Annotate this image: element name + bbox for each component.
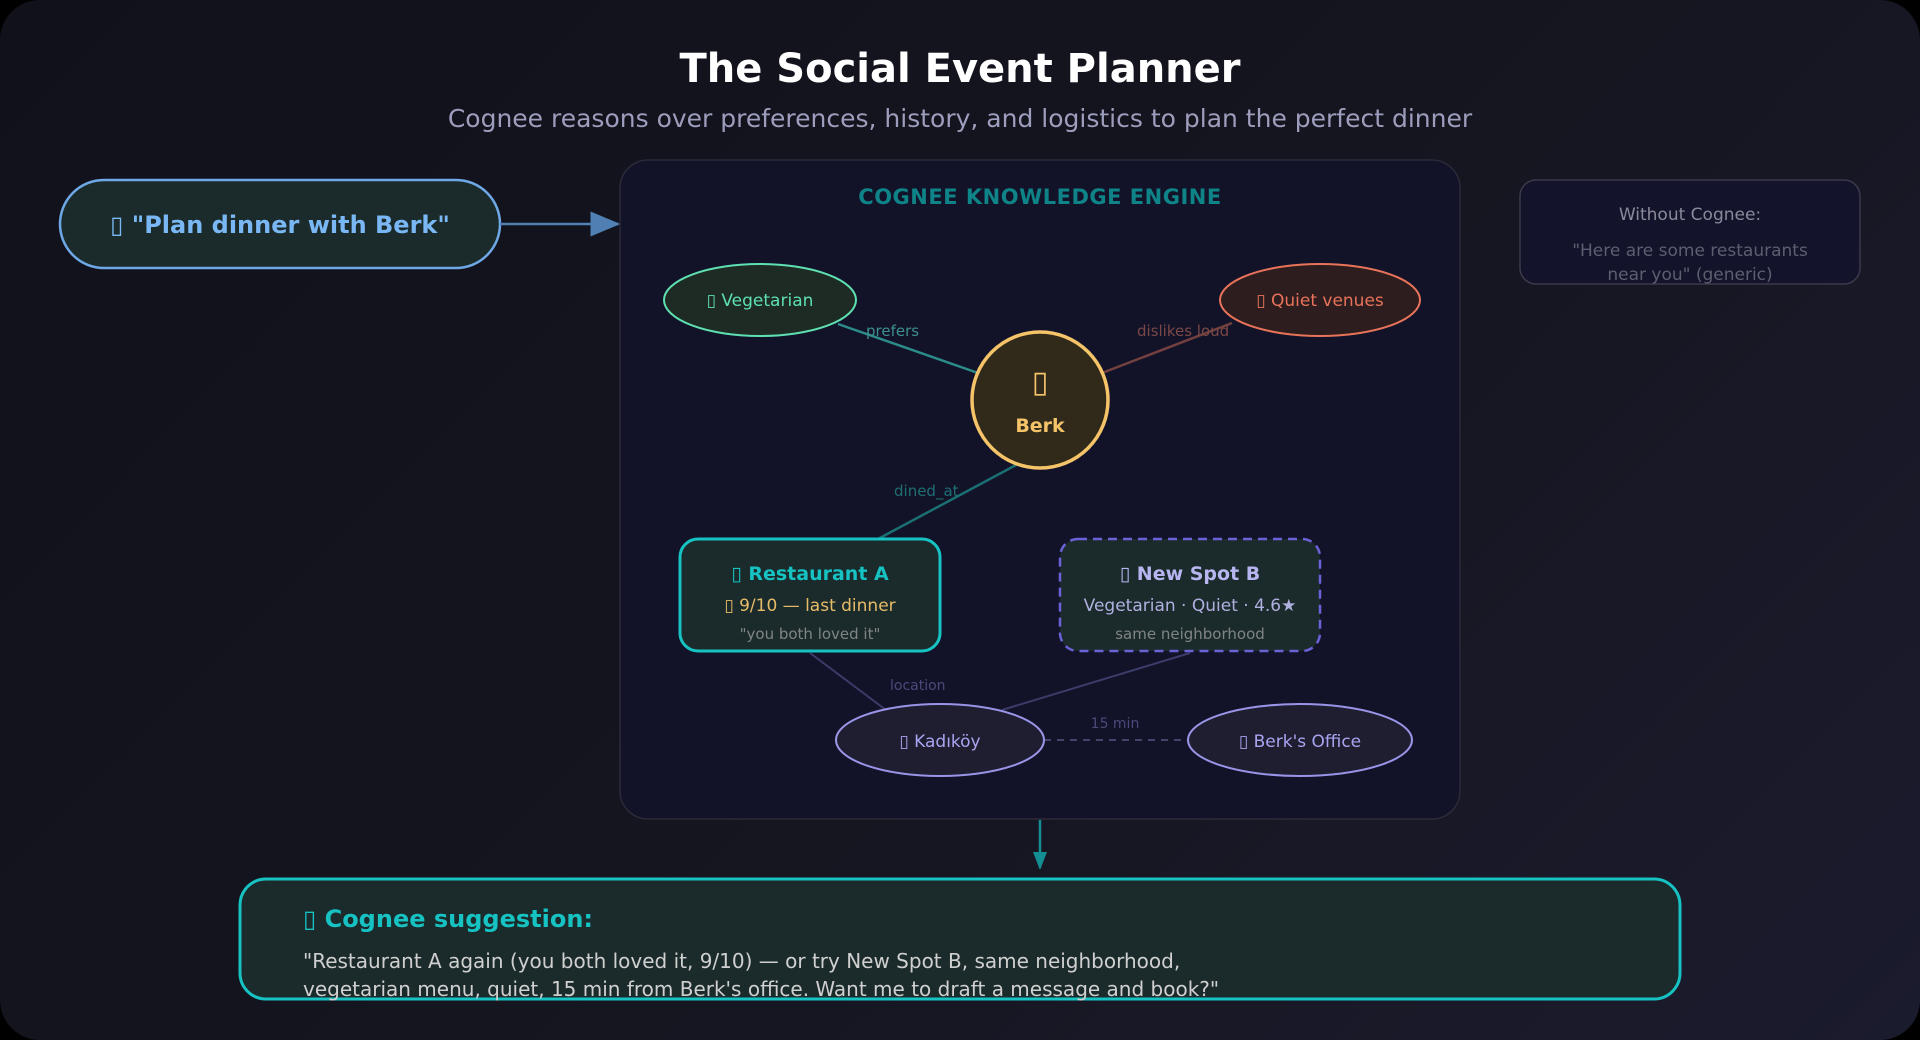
- edge-dined-at: [877, 463, 1017, 541]
- node-title: Restaurant A: [748, 563, 889, 585]
- star-icon: ▯: [724, 596, 733, 616]
- edge-prefers: [837, 322, 979, 375]
- node-vegetarian[interactable]: ▯ Vegetarian: [663, 263, 857, 337]
- svg-text:▯ 9/10 — last dinner: ▯ 9/10 — last dinner: [724, 596, 895, 616]
- query-pill[interactable]: ▯ "Plan dinner with Berk": [58, 178, 502, 270]
- edge-label-dined-at: dined_at: [894, 482, 959, 501]
- page-subtitle: Cognee reasons over preferences, history…: [448, 104, 1473, 133]
- suggestion-line-2: vegetarian menu, quiet, 15 min from Berk…: [303, 977, 1219, 1001]
- node-title: New Spot B: [1137, 563, 1260, 585]
- svg-text:▯ New Spot B: ▯ New Spot B: [1120, 563, 1261, 585]
- svg-text:▯ Quiet venues: ▯ Quiet venues: [1256, 291, 1384, 311]
- edge-label-location: location: [890, 678, 946, 694]
- speech-bubble-icon: ▯: [110, 211, 123, 239]
- suggestion-line-1: "Restaurant A again (you both loved it, …: [303, 949, 1180, 973]
- suggestion-box: ▯ Cognee suggestion: "Restaurant A again…: [238, 877, 1682, 1001]
- edge-label-distance: 15 min: [1091, 716, 1140, 732]
- mute-icon: ▯: [1256, 291, 1265, 311]
- node-berk[interactable]: ▯ Berk: [970, 330, 1110, 470]
- engine-title: COGNEE KNOWLEDGE ENGINE: [858, 185, 1221, 209]
- node-label: Kadıköy: [914, 732, 980, 752]
- page-title: The Social Event Planner: [679, 46, 1240, 92]
- rating-text: 9/10 — last dinner: [739, 596, 896, 616]
- suggestion-title: Cognee suggestion:: [325, 905, 593, 933]
- without-cognee-box: Without Cognee: "Here are some restauran…: [1519, 179, 1861, 285]
- svg-text:▯ Cognee suggestion:: ▯ Cognee suggestion:: [303, 905, 593, 933]
- svg-text:▯ "Plan dinner with Berk: ▯ "Plan dinner with Berk": [110, 211, 450, 239]
- person-icon: ▯: [1032, 365, 1049, 400]
- edge-label-prefers: prefers: [866, 322, 919, 340]
- edge-label-dislikes: dislikes loud: [1137, 322, 1229, 340]
- sparkle-icon: ▯: [1120, 563, 1130, 585]
- quote-text: "you both loved it": [740, 625, 881, 643]
- arrow-head: [1033, 852, 1047, 870]
- node-label: Vegetarian: [721, 291, 813, 311]
- lightbulb-icon: ▯: [303, 905, 316, 933]
- svg-text:▯ Vegetarian: ▯ Vegetarian: [707, 291, 814, 311]
- svg-text:▯ Restaurant A: ▯ Restaurant A: [731, 563, 889, 585]
- without-line-2: near you" (generic): [1607, 265, 1772, 285]
- node-kadikoy[interactable]: ▯ Kadıköy: [835, 703, 1045, 777]
- leaf-icon: ▯: [707, 291, 716, 311]
- node-berks-office[interactable]: ▯ Berk's Office: [1187, 703, 1413, 777]
- svg-text:▯ Berk's Office: ▯ Berk's Office: [1239, 732, 1361, 752]
- edge-dislikes: [1101, 321, 1233, 375]
- node-new-spot-b[interactable]: ▯ New Spot B Vegetarian · Quiet · 4.6★ s…: [1058, 537, 1322, 653]
- without-title: Without Cognee:: [1619, 205, 1761, 225]
- edge-location-a: [809, 652, 887, 711]
- office-icon: ▯: [1239, 732, 1248, 752]
- edge-location-b: [1001, 652, 1191, 711]
- node-restaurant-a[interactable]: ▯ Restaurant A ▯ 9/10 — last dinner "you…: [678, 537, 942, 653]
- details-text: Vegetarian · Quiet · 4.6★: [1084, 596, 1297, 616]
- query-text: "Plan dinner with Berk": [132, 211, 450, 239]
- node-label: Quiet venues: [1271, 291, 1384, 311]
- without-line-1: "Here are some restaurants: [1572, 241, 1808, 261]
- svg-text:▯ Kadıköy: ▯ Kadıköy: [899, 732, 980, 752]
- node-label: Berk's Office: [1254, 732, 1362, 752]
- restaurant-icon: ▯: [731, 563, 741, 585]
- node-label-berk: Berk: [1015, 415, 1065, 437]
- node-quiet-venues[interactable]: ▯ Quiet venues: [1219, 263, 1421, 337]
- note-text: same neighborhood: [1115, 625, 1265, 643]
- pin-icon: ▯: [899, 732, 908, 752]
